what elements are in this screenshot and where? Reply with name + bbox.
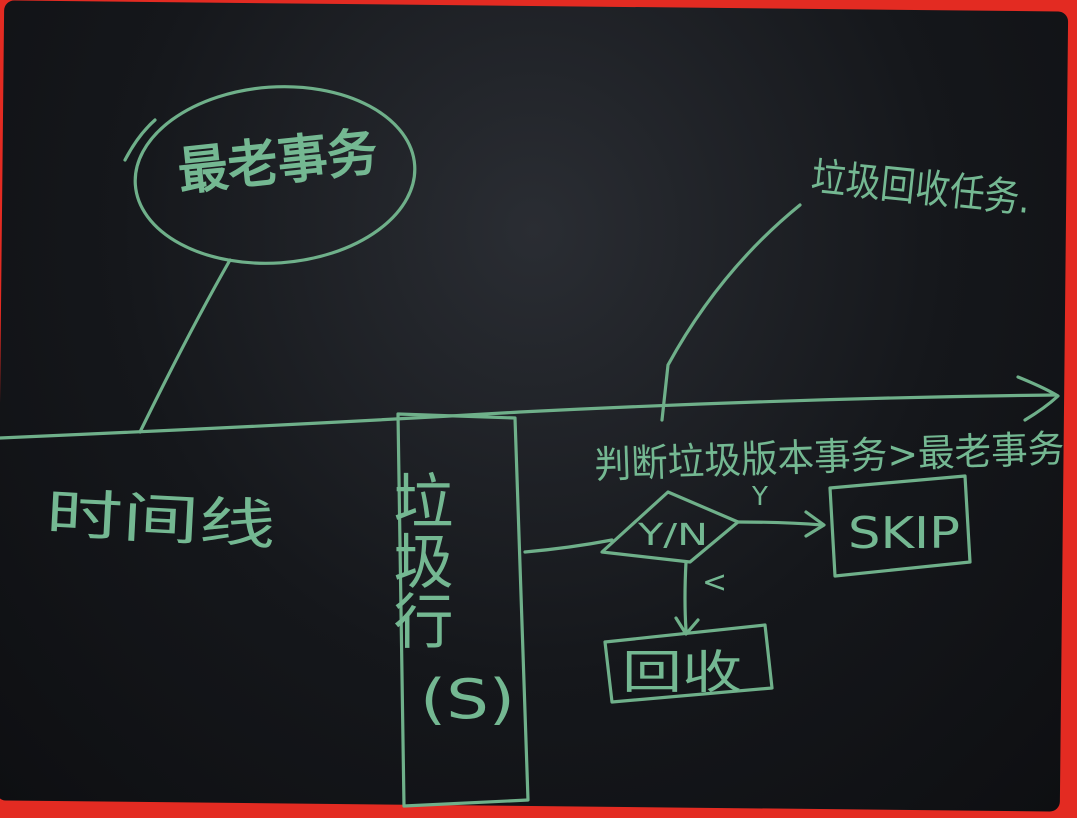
timeline-arrow <box>0 375 1060 440</box>
gc-task-pointer <box>660 203 802 422</box>
timeline-line <box>0 393 1057 440</box>
no-branch-line <box>683 560 688 632</box>
yes-branch-arrowhead <box>804 510 826 538</box>
garbage-row-label: 垃圾行 <box>383 470 453 650</box>
gc-task-label: 垃圾回收任务. <box>809 154 1033 223</box>
oldest-txn-label: 最老事务 <box>175 122 380 203</box>
decision-node: Y/N <box>600 490 740 564</box>
row-to-decision-line <box>523 538 614 554</box>
skip-node: SKIP <box>828 474 972 578</box>
garbage-row-sub: (S) <box>420 668 515 731</box>
recycle-label: 回收 <box>622 645 742 699</box>
oldest-txn-hook <box>123 118 157 162</box>
recycle-rect <box>603 623 774 704</box>
skip-rect <box>828 474 972 578</box>
oldest-txn-ellipse <box>133 85 417 265</box>
decision-diamond <box>600 490 740 564</box>
decision-label: Y/N <box>637 518 708 553</box>
yes-branch-line <box>736 520 824 527</box>
garbage-row-box: 垃圾行 (S) <box>383 412 530 808</box>
oldest-txn-pointer <box>138 258 232 434</box>
timeline-label: 时间线 <box>44 482 277 557</box>
recycle-node: 回收 <box>603 623 774 704</box>
timeline-arrowhead <box>1016 375 1060 422</box>
judge-text: 判断垃圾版本事务>最老事务 <box>594 427 1065 487</box>
skip-label: SKIP <box>848 508 960 559</box>
garbage-row-rect <box>396 412 530 808</box>
yes-branch-label: Y <box>751 482 768 512</box>
oldest-txn-node: 最老事务 <box>123 85 417 265</box>
no-branch-label: < <box>702 565 727 600</box>
